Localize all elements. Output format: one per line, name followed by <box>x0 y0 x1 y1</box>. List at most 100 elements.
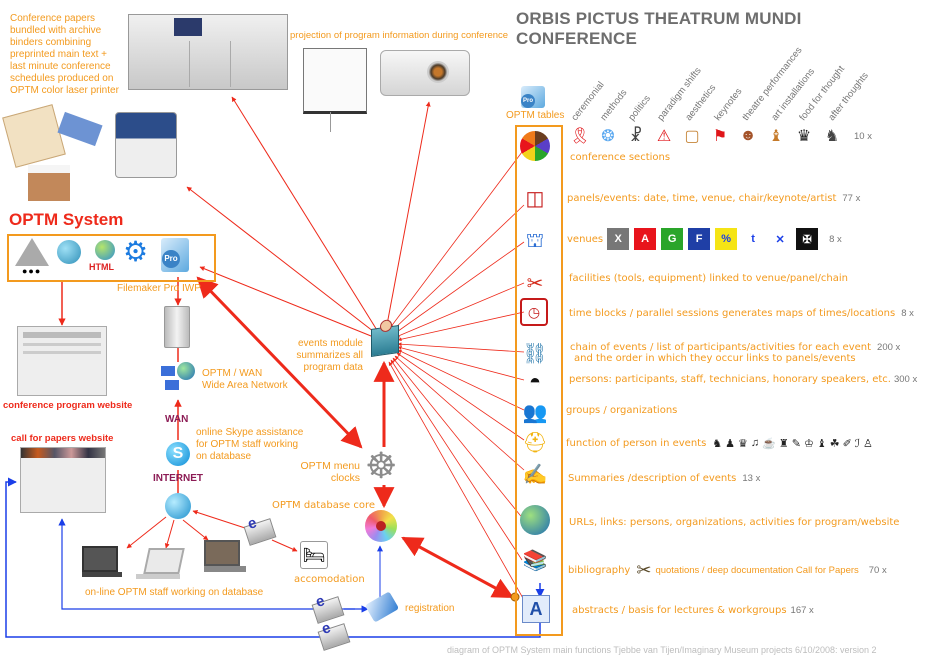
table-row-persons[interactable]: persons: participants, staff, technician… <box>569 374 917 385</box>
wire-registration-cfp <box>58 518 355 610</box>
table-wire <box>397 349 525 411</box>
chain-link-icon[interactable]: ⛓ <box>522 342 548 365</box>
wire-to-filemaker <box>199 266 377 339</box>
table-wire <box>391 204 525 332</box>
venue-logo-icon: F <box>688 228 711 250</box>
filemaker-pro-icon[interactable]: Pro <box>161 238 189 272</box>
group-icon[interactable]: 👥 <box>522 401 548 424</box>
table-wire <box>390 359 523 561</box>
table-row-function[interactable]: function of person in events ♞♟♛♫☕♜✎♔♝☘✐… <box>566 437 873 450</box>
abstract-document-icon[interactable]: A <box>522 595 550 623</box>
function-icon: ♛ <box>738 438 748 450</box>
books-icon[interactable]: 📚 <box>522 549 548 572</box>
row-label: facilities (tools, equipment) linked to … <box>569 273 849 284</box>
function-icons: ♞♟♛♫☕♜✎♔♝☘✐ℐ♙ <box>709 437 873 450</box>
wan-network-icon <box>161 362 195 394</box>
optm-system-box[interactable]: ●●● HTML ⚙ Pro <box>7 234 216 282</box>
cfp-website-thumbnail[interactable] <box>20 447 106 513</box>
tables-header: OPTM tables <box>506 110 565 121</box>
table-wire <box>396 352 525 441</box>
caption-line: for OPTM staff working <box>196 439 299 450</box>
program-website-label[interactable]: conference program website <box>3 400 133 411</box>
database-core-icon[interactable] <box>365 510 397 542</box>
optm-logo-figures: ●●● <box>22 266 42 276</box>
table-row-chain-of-events[interactable]: chain of events / list of participants/a… <box>570 342 900 364</box>
caption-line: last minute conference <box>10 61 111 72</box>
row-label: venues <box>567 233 604 245</box>
conference-sections-label: conference sections <box>570 152 671 163</box>
internet-globe-icon <box>165 493 191 519</box>
theatre-curtain-icon[interactable]: ◫ <box>525 187 545 210</box>
thinker-icon: ♞ <box>824 128 840 145</box>
table-wire-fan <box>388 151 525 601</box>
table-row-panels[interactable]: panels/events: date, time, venue, chair/… <box>567 193 860 204</box>
table-row-urls[interactable]: URLs, links: persons, organizations, act… <box>569 517 899 528</box>
notepad-icon[interactable]: ✍ <box>522 463 548 486</box>
caption-line: on database <box>196 451 252 462</box>
footer-credit: diagram of OPTM System main functions Tj… <box>447 645 877 655</box>
function-icon: ℐ <box>854 438 860 450</box>
function-icon: ♜ <box>778 438 789 450</box>
row-label-continued: and the order in which they occur links … <box>574 353 856 364</box>
projection-caption: projection of program information during… <box>290 30 509 41</box>
table-row-time-blocks[interactable]: time blocks / parallel sessions generate… <box>569 308 914 319</box>
accomodation-label: accomodation <box>294 574 365 585</box>
globe-link-icon[interactable] <box>520 505 550 535</box>
row-label: URLs, links: persons, organizations, act… <box>569 517 900 528</box>
swiss-knife-icon[interactable]: ✂ <box>526 272 544 295</box>
function-icon: ♞ <box>712 438 723 450</box>
clock-cube-icon[interactable]: ◷ <box>520 298 548 326</box>
globe-network-icon[interactable] <box>57 240 81 264</box>
caption-line: OPTM / WAN <box>202 368 263 379</box>
sections-count: 10 x <box>854 130 872 142</box>
hard-hat-icon[interactable]: ⛑ <box>522 431 548 454</box>
table-wire <box>393 241 525 335</box>
row-label: bibliography <box>568 565 631 576</box>
table-wire <box>395 282 525 338</box>
database-core-label: OPTM database core <box>272 500 376 511</box>
laptop-icon <box>204 540 248 574</box>
row-label-continued: quotations / deep documentation Call for… <box>655 565 859 576</box>
cfp-website-label[interactable]: call for papers website <box>11 433 114 444</box>
row-count: 77 x <box>842 193 861 204</box>
table-row-groups[interactable]: groups / organizations <box>566 405 677 416</box>
row-count: 8 x <box>901 308 914 319</box>
ribbon-icon: 🎗 <box>569 128 591 145</box>
sections-wheel-icon[interactable] <box>520 131 550 161</box>
gear-icon[interactable]: ⚙ <box>123 236 149 267</box>
caption-line: summarizes all <box>296 350 363 361</box>
table-row-summaries[interactable]: Summaries /description of events 13 x <box>568 473 760 484</box>
filemaker-label: Filemaker Pro IWP <box>117 283 201 294</box>
wire-abstracts-cfp <box>5 477 541 638</box>
venue-building-icon[interactable]: ⛫ <box>525 229 545 252</box>
caption-line: clocks <box>330 472 360 484</box>
venue-logo-icon: t <box>742 228 765 250</box>
html-icon[interactable] <box>95 240 115 260</box>
program-website-thumbnail[interactable] <box>17 326 107 396</box>
venue-logo-icon: ✠ <box>796 228 819 250</box>
table-row-abstracts[interactable]: abstracts / basis for lectures & workgro… <box>572 605 814 616</box>
projection-screen-icon <box>303 48 367 114</box>
wire-internet-laptop1 <box>126 516 167 549</box>
venue-logo-icon: G <box>661 228 684 250</box>
filemaker-pro-icon: Pro <box>521 86 545 108</box>
function-icon: ♝ <box>816 438 827 450</box>
skype-icon: S <box>166 442 190 466</box>
function-icon: ♔ <box>803 438 814 450</box>
conference-section-icons: 🎗 ❂ ☧ ⚠ ▢ ⚑ ☻ ♝ ♛ ♞ 10 x <box>568 124 872 148</box>
caption-line: Conference papers <box>10 13 96 24</box>
tables-column <box>515 125 563 636</box>
dharma-wheel-menu-icon[interactable]: ☸ <box>365 445 398 486</box>
function-icon: ✎ <box>791 438 801 450</box>
table-wire <box>397 345 525 381</box>
wire-internet-laptop3 <box>182 519 209 541</box>
table-row-bibliography[interactable]: bibliography ✂ quotations / deep documen… <box>568 560 887 581</box>
table-row-facilities[interactable]: facilities (tools, equipment) linked to … <box>569 273 848 284</box>
mask-icon[interactable]: ◓ <box>528 370 542 393</box>
table-wire <box>389 151 523 329</box>
venue-logo-icon: A <box>634 228 657 250</box>
caption-line: OPTM menu <box>300 460 360 472</box>
events-module-icon[interactable] <box>371 319 399 357</box>
